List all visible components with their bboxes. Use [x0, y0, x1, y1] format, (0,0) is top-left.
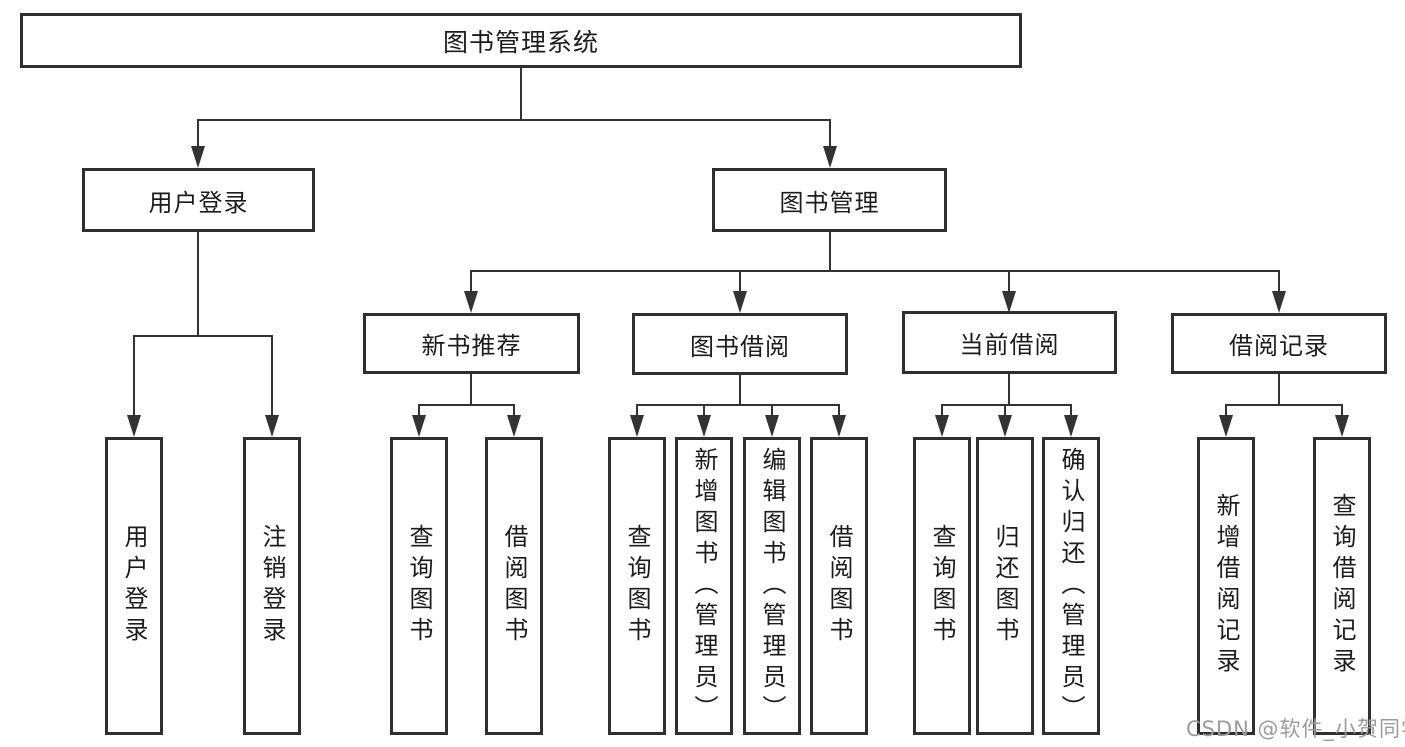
connector-line	[513, 404, 515, 417]
watermark: CSDN @软件_小贺同学	[1186, 717, 1405, 741]
arrow-down-icon	[630, 415, 644, 437]
arrow-down-icon	[127, 415, 141, 437]
leaf-label: 用户登录	[120, 524, 148, 648]
arrow-down-icon	[697, 415, 711, 437]
arrow-down-icon	[1219, 415, 1233, 437]
leaf-label: 查询图书	[928, 524, 956, 648]
leaf-confirm-return-admin: 确认归还（管理员）	[1042, 437, 1100, 735]
leaf-borrow-books: 借阅图书	[810, 437, 868, 735]
leaf-edit-books-admin: 编辑图书（管理员）	[743, 437, 801, 735]
leaf-label: 确认归还（管理员）	[1057, 446, 1085, 726]
arrow-down-icon	[1335, 415, 1349, 437]
leaf-logout: 注销登录	[243, 437, 301, 735]
leaf-add-borrow-record: 新增借阅记录	[1197, 437, 1255, 735]
leaf-query-borrow-record: 查询借阅记录	[1313, 437, 1371, 735]
arrow-down-icon	[464, 291, 478, 313]
leaf-label: 新增图书（管理员）	[690, 446, 718, 726]
connector-line	[1070, 404, 1072, 417]
connector-line	[703, 404, 705, 417]
connector-line	[470, 270, 1280, 272]
node-new-book-recommend: 新书推荐	[363, 313, 580, 374]
connector-line	[197, 119, 831, 121]
leaf-label: 查询图书	[623, 524, 651, 648]
leaf-label: 借阅图书	[500, 524, 528, 648]
leaf-label: 借阅图书	[825, 524, 853, 648]
node-book-management: 图书管理	[712, 168, 947, 232]
connector-line	[271, 335, 273, 417]
arrow-down-icon	[1064, 415, 1078, 437]
connector-line	[941, 404, 1072, 406]
connector-line	[829, 232, 831, 272]
connector-line	[829, 119, 831, 149]
leaf-query-books-borrow: 查询图书	[608, 437, 666, 735]
connector-line	[739, 375, 741, 406]
leaf-return-books: 归还图书	[976, 437, 1034, 735]
arrow-down-icon	[1272, 291, 1286, 313]
arrow-down-icon	[823, 146, 837, 168]
leaf-query-books-recommend: 查询图书	[390, 437, 448, 735]
connector-line	[1004, 404, 1006, 417]
connector-line	[636, 404, 638, 417]
connector-line	[418, 404, 515, 406]
arrow-down-icon	[935, 415, 949, 437]
connector-line	[470, 374, 472, 406]
connector-line	[470, 270, 472, 293]
leaf-label: 查询图书	[405, 524, 433, 648]
connector-line	[197, 119, 199, 149]
connector-line	[133, 335, 273, 337]
connector-line	[1225, 404, 1227, 417]
leaf-borrow-books-recommend: 借阅图书	[485, 437, 543, 735]
arrow-down-icon	[412, 415, 426, 437]
connector-line	[418, 404, 420, 417]
node-library-system: 图书管理系统	[20, 13, 1022, 68]
node-borrow-records: 借阅记录	[1171, 313, 1387, 374]
connector-line	[636, 404, 840, 406]
connector-line	[133, 335, 135, 417]
node-current-borrow: 当前借阅	[902, 311, 1117, 374]
arrow-down-icon	[998, 415, 1012, 437]
arrow-down-icon	[1002, 291, 1016, 313]
connector-line	[771, 404, 773, 417]
connector-line	[520, 68, 522, 121]
arrow-down-icon	[507, 415, 521, 437]
node-book-borrow: 图书借阅	[632, 313, 848, 375]
connector-line	[1008, 374, 1010, 406]
arrow-down-icon	[191, 146, 205, 168]
connector-line	[941, 404, 943, 417]
arrow-down-icon	[765, 415, 779, 437]
connector-line	[1278, 374, 1280, 406]
arrow-down-icon	[832, 415, 846, 437]
leaf-add-books-admin: 新增图书（管理员）	[675, 437, 733, 735]
leaf-label: 归还图书	[991, 524, 1019, 648]
leaf-query-books-current: 查询图书	[913, 437, 971, 735]
leaf-user-login: 用户登录	[105, 437, 163, 735]
arrow-down-icon	[733, 291, 747, 313]
connector-line	[1341, 404, 1343, 417]
leaf-label: 注销登录	[258, 524, 286, 648]
node-user-login: 用户登录	[82, 168, 315, 232]
connector-line	[838, 404, 840, 417]
connector-line	[1278, 270, 1280, 293]
connector-line	[1225, 404, 1343, 406]
connector-line	[739, 270, 741, 293]
leaf-label: 新增借阅记录	[1212, 493, 1240, 679]
arrow-down-icon	[265, 415, 279, 437]
connector-line	[1008, 270, 1010, 293]
leaf-label: 编辑图书（管理员）	[758, 446, 786, 726]
connector-line	[197, 232, 199, 337]
leaf-label: 查询借阅记录	[1328, 493, 1356, 679]
